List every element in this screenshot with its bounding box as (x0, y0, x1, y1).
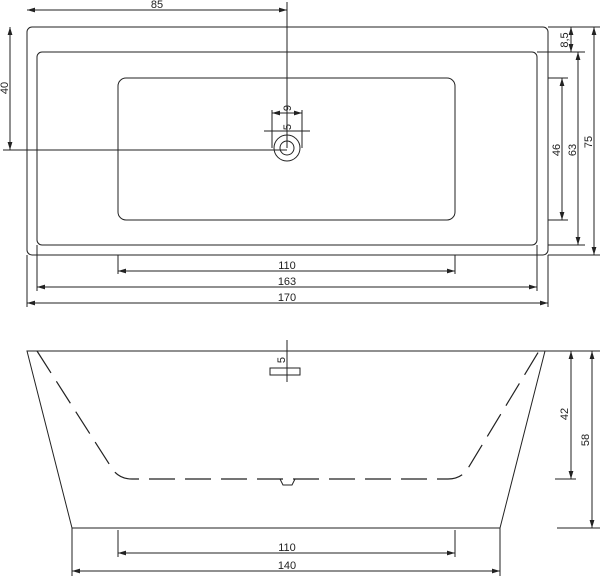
dim-label: 5 (276, 357, 288, 363)
dim-label: 63 (567, 144, 579, 156)
dim-label: 170 (278, 292, 296, 304)
hidden-basin (36, 350, 540, 480)
dim-label: 42 (559, 408, 571, 420)
tub-outline (26, 350, 546, 529)
drain-outlet (279, 478, 296, 486)
dim-label: 85 (151, 0, 163, 11)
dim-label: 110 (278, 542, 296, 554)
top-view: 85 40 9 5 8,5 46 63 75 110 (0, 0, 600, 307)
dim-label: 110 (278, 260, 296, 272)
dim-label: 5 (282, 124, 294, 130)
dim-label: 8,5 (559, 32, 571, 47)
dim-label: 9 (282, 105, 294, 111)
dim-label: 58 (580, 434, 592, 446)
overflow (269, 367, 301, 376)
dim-label: 46 (551, 144, 563, 156)
dim-label: 140 (278, 560, 296, 572)
dim-label: 40 (0, 82, 11, 94)
dim-label: 75 (583, 136, 595, 148)
side-view: 5 42 58 110 140 (26, 340, 600, 576)
dim-label: 163 (278, 276, 296, 288)
